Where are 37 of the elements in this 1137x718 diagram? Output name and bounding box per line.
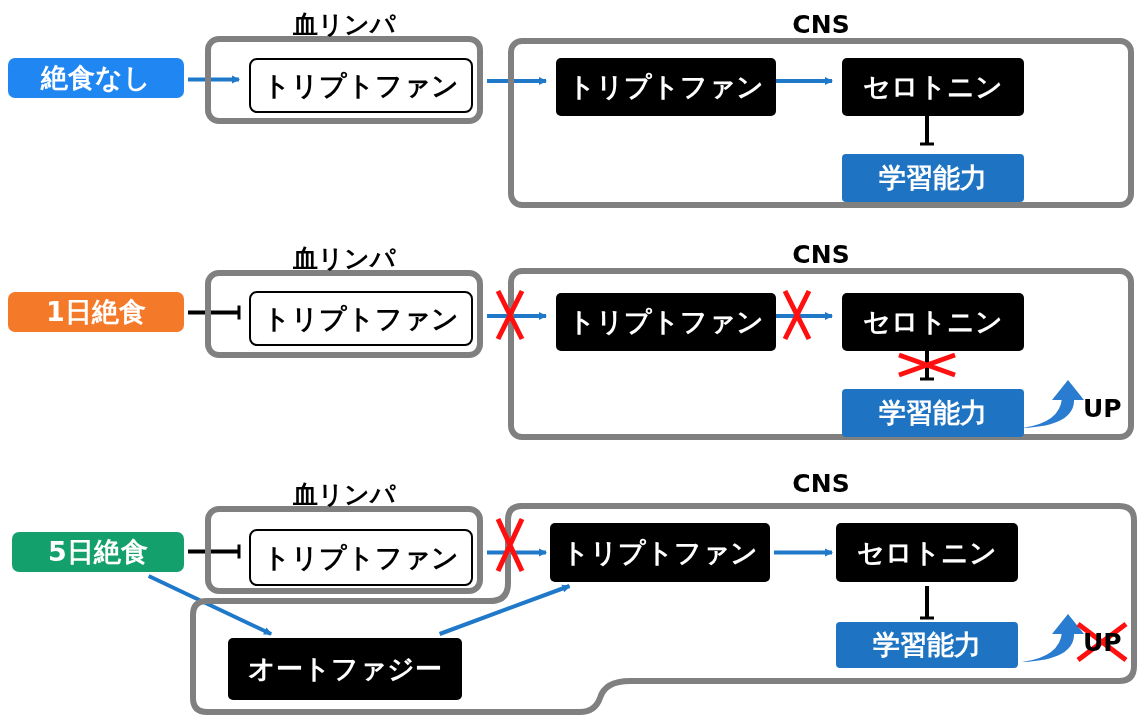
arrow xyxy=(487,548,547,557)
process-box: 学習能力 xyxy=(842,154,1024,202)
arrow xyxy=(438,584,571,636)
condition-label: 5日絶食 xyxy=(12,532,184,572)
process-box: セロトニン xyxy=(842,58,1024,116)
region-heading: 血リンパ xyxy=(292,9,396,41)
process-box: トリプトファン xyxy=(249,291,473,346)
arrow xyxy=(774,312,833,320)
inhibition-line xyxy=(920,114,934,146)
process-box: トリプトファン xyxy=(249,529,473,586)
process-box: トリプトファン xyxy=(550,523,770,582)
region-heading: CNS xyxy=(792,469,850,498)
arrow xyxy=(147,574,272,636)
arrow xyxy=(487,312,547,320)
region-heading: 血リンパ xyxy=(292,243,396,275)
process-box: セロトニン xyxy=(836,523,1018,582)
process-box: 学習能力 xyxy=(836,622,1018,668)
condition-label: 1日絶食 xyxy=(8,292,184,332)
trend-label: UP xyxy=(1083,394,1122,423)
condition-label: 絶食なし xyxy=(8,58,184,98)
inhibition-line xyxy=(920,349,934,381)
arrow xyxy=(487,77,547,85)
arrow xyxy=(188,75,240,84)
region-heading: CNS xyxy=(792,10,850,39)
region-heading: 血リンパ xyxy=(292,479,396,511)
process-box: トリプトファン xyxy=(556,58,776,116)
process-box: セロトニン xyxy=(842,293,1024,351)
process-box: オートファジー xyxy=(228,638,462,700)
process-box: 学習能力 xyxy=(842,389,1024,437)
process-box: トリプトファン xyxy=(556,293,776,351)
arrow xyxy=(774,548,833,557)
inhibition-line xyxy=(188,544,241,559)
inhibition-line xyxy=(188,305,241,320)
region-heading: CNS xyxy=(792,240,850,269)
process-box: トリプトファン xyxy=(249,58,473,113)
inhibition-line xyxy=(920,586,934,620)
arrow xyxy=(774,77,833,85)
